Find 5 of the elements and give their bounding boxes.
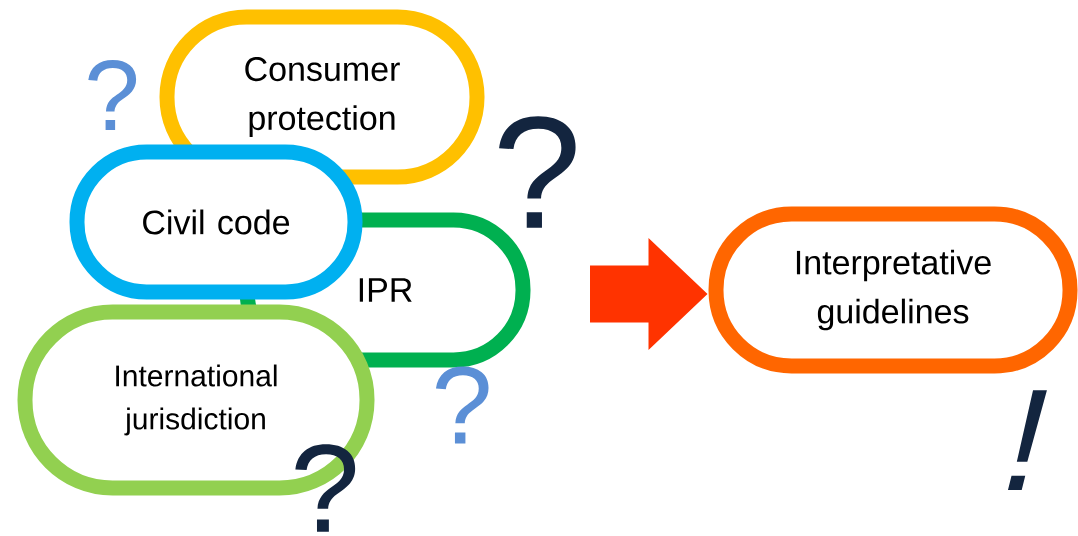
block-arrow [590, 238, 708, 350]
question-mark: ? [435, 366, 489, 444]
pill-box: Consumer protection [159, 9, 485, 185]
pill-box: Interpretative guidelines [708, 206, 1078, 374]
question-mark: ? [88, 60, 137, 130]
